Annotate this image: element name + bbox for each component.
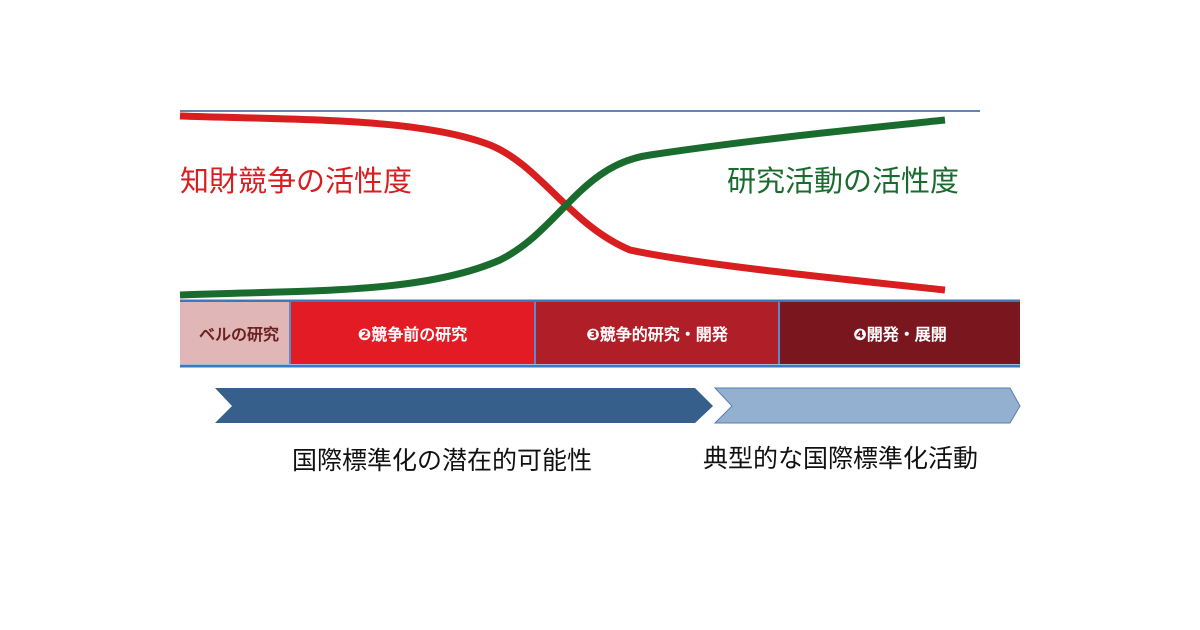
stage-1: ベルの研究	[180, 302, 291, 364]
typical-caption: 典型的な国際標準化活動	[703, 444, 979, 473]
stage-3: ❸競争的研究・開発	[536, 302, 780, 364]
stage-2: ❷競争前の研究	[291, 302, 536, 364]
ip-competition-curve	[179, 112, 946, 294]
potential-arrow	[215, 388, 713, 423]
stage-4: ❹開発・展開	[780, 302, 1020, 364]
research-activity-curve	[179, 116, 946, 299]
typical-arrow	[713, 387, 1021, 424]
ip-competition-label: 知財競争の活性度	[180, 164, 413, 198]
potential-caption: 国際標準化の潜在的可能性	[292, 446, 593, 475]
research-activity-label: 研究活動の活性度	[727, 164, 960, 198]
